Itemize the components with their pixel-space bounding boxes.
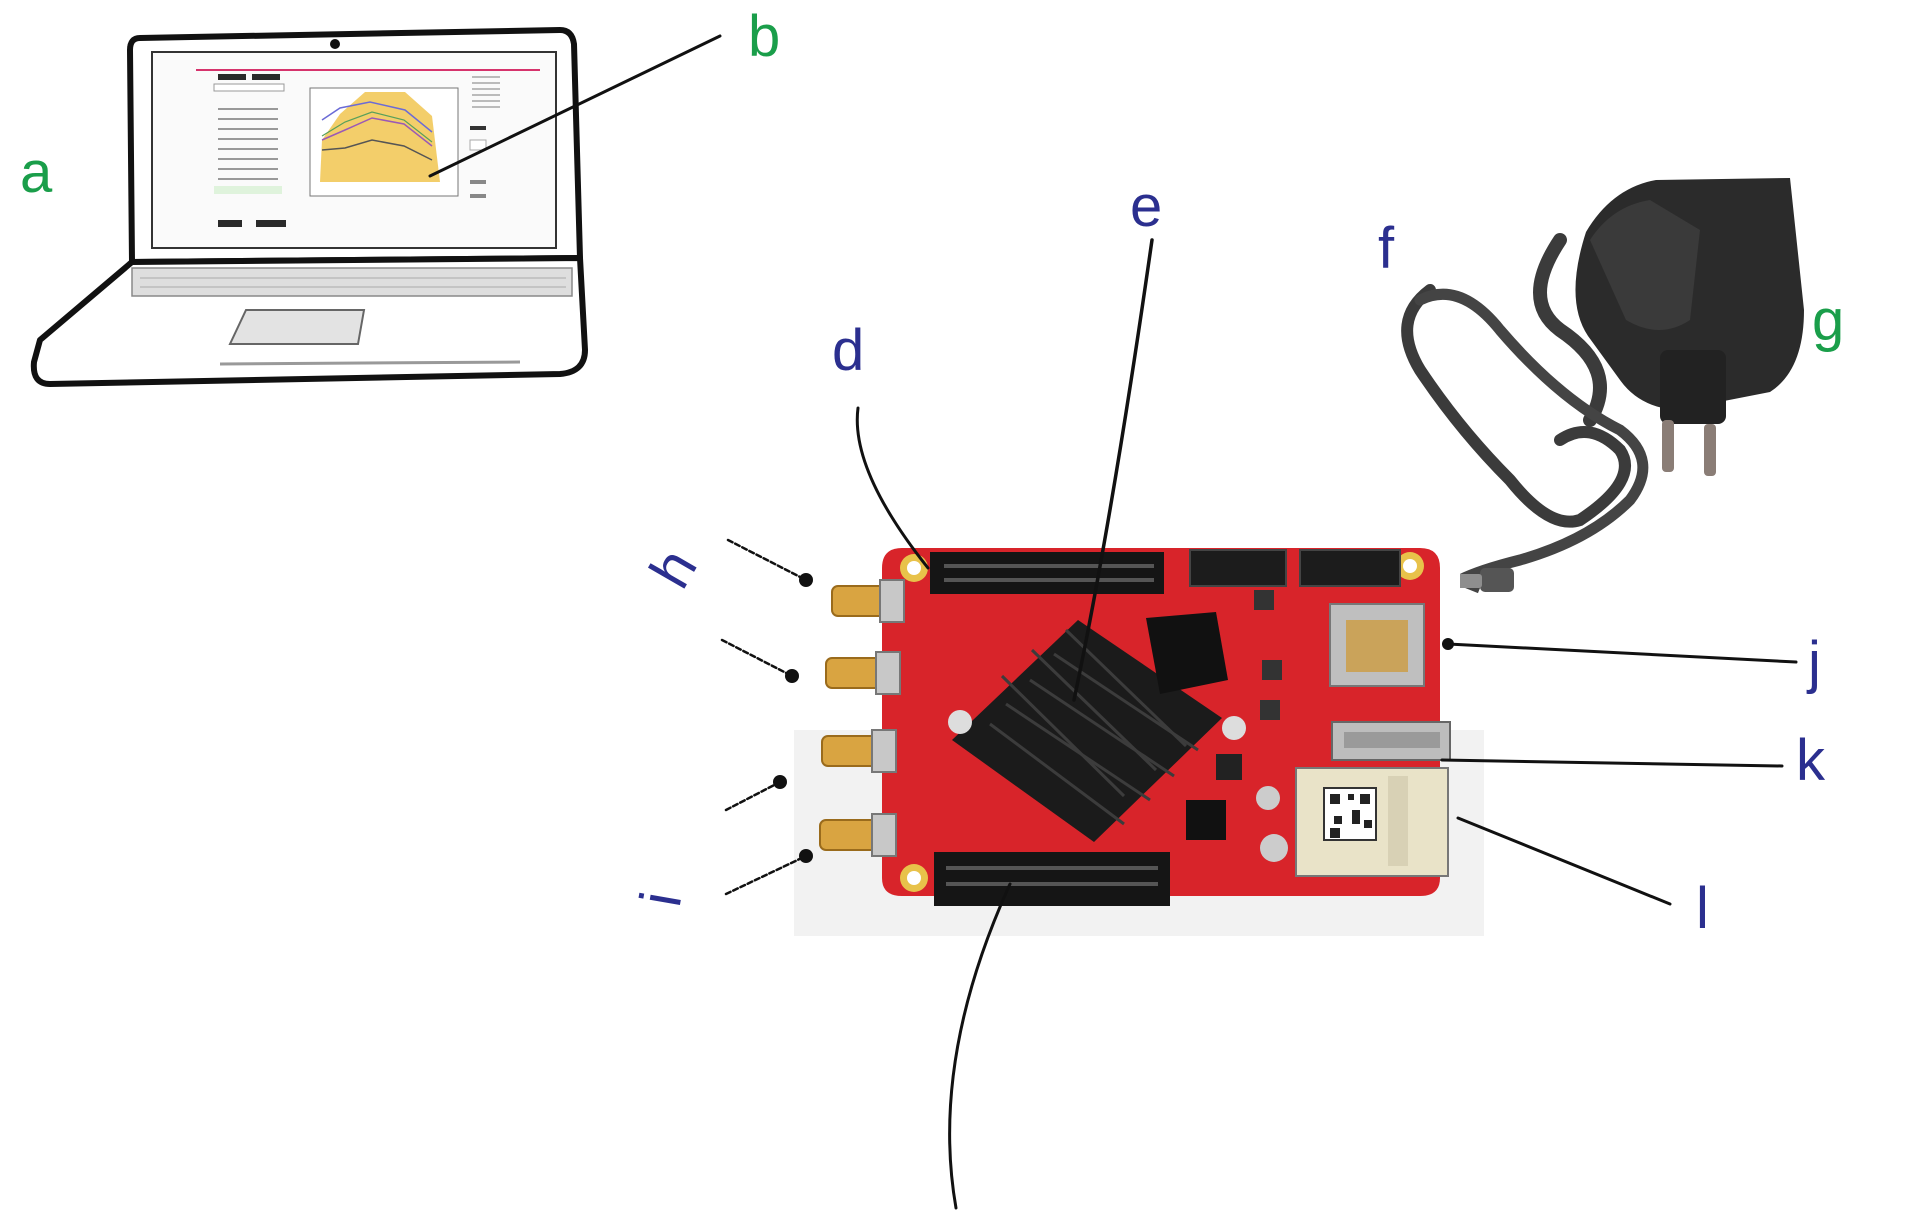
label-l: l bbox=[1696, 876, 1709, 941]
pcb-board-icon bbox=[700, 530, 1484, 936]
power-adapter-icon bbox=[1575, 178, 1804, 476]
label-f: f bbox=[1378, 216, 1395, 281]
label-j: j bbox=[1806, 630, 1821, 695]
label-h: h bbox=[637, 538, 709, 598]
label-b: b bbox=[748, 4, 780, 69]
label-g: g bbox=[1812, 288, 1844, 353]
label-d: d bbox=[832, 318, 864, 383]
label-a: a bbox=[20, 140, 53, 205]
label-e: e bbox=[1130, 174, 1162, 239]
label-i: i bbox=[628, 887, 694, 911]
label-k: k bbox=[1796, 728, 1826, 793]
laptop-icon bbox=[34, 30, 585, 384]
